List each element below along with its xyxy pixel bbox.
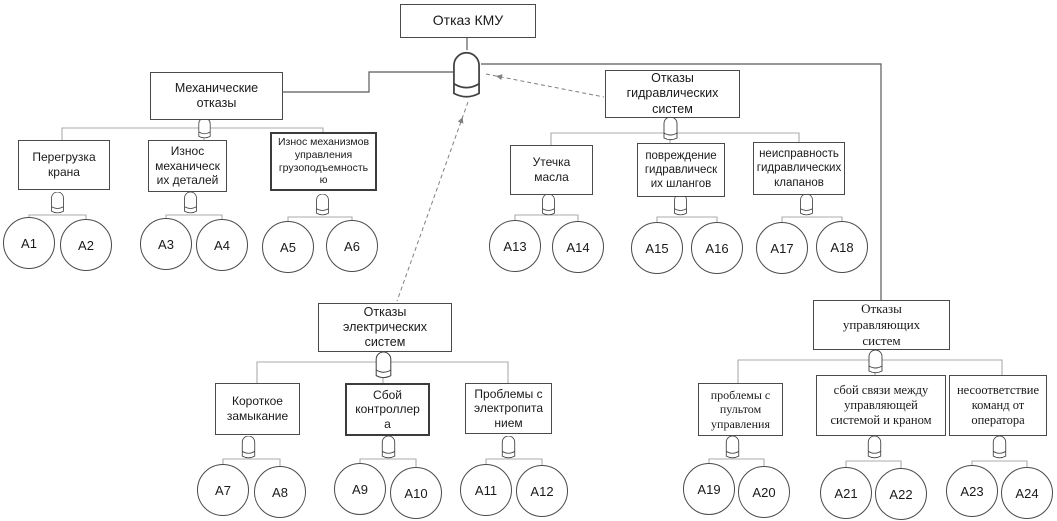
basic-event-a18: A18 [816,221,868,273]
basic-event-a7: A7 [197,464,249,516]
branch-mechanical-node: Механические отказы [150,72,283,120]
basic-event-a12: A12 [516,465,568,517]
or-gate-icon-hyd-2 [674,194,687,216]
or-gate-icon-elec-1 [241,436,256,459]
or-gate-icon-elec-3 [501,436,516,459]
basic-event-a2: A2 [60,219,112,271]
node-communication-failure: сбой связи между управляющей системой и … [816,375,946,436]
or-gate-icon-hyd-3 [800,194,813,216]
basic-event-a6: A6 [326,220,378,272]
node-control-panel-problems: проблемы с пультом управления [698,383,783,436]
or-gate-icon-ctrl-2 [867,436,882,459]
basic-event-a22: A22 [875,468,927,520]
or-gate-icon-root [452,51,481,98]
branch-electrical-node: Отказы электрических систем [318,303,452,352]
node-controller-failure: Сбой контроллер а [345,383,430,436]
or-gate-icon-mech-1 [51,192,64,214]
or-gate-icon-control [868,350,883,374]
basic-event-a8: A8 [254,466,306,518]
node-operator-command-mismatch: несоответствие команд от оператора [949,375,1047,436]
basic-event-a10: A10 [390,467,442,519]
or-gate-icon-mech-3 [316,194,329,216]
main-connectors [283,38,882,300]
or-gate-icon-hydraulic [663,117,678,141]
node-hose-damage: повреждение гидравлическ их шлангов [637,143,725,197]
node-valve-fault: неисправность гидравлических клапанов [753,142,845,195]
basic-event-a23: A23 [946,465,998,517]
basic-event-a16: A16 [691,222,743,274]
basic-event-a24: A24 [1001,467,1053,519]
basic-event-a20: A20 [738,466,790,518]
or-gate-icon-hyd-1 [542,194,555,216]
or-gate-icon-electrical [375,352,392,379]
node-oil-leak: Утечка масла [510,145,593,195]
basic-event-a19: A19 [683,463,735,515]
basic-event-a4: A4 [196,219,248,271]
basic-event-a9: A9 [334,463,386,515]
or-gate-icon-mech-2 [184,192,197,214]
dashed-arrowheads [457,74,503,124]
basic-event-a1: A1 [3,217,55,269]
or-gate-icon-ctrl-1 [725,436,740,459]
basic-event-a15: A15 [631,222,683,274]
basic-event-a3: A3 [140,218,192,270]
basic-event-a21: A21 [820,467,872,519]
or-gate-icon-ctrl-3 [992,436,1007,459]
node-load-control-wear: Износ механизмов управления грузоподъемн… [270,132,377,191]
basic-event-a13: A13 [489,220,541,272]
branch-control-node: Отказы управляющих систем [813,300,950,350]
node-mechanical-parts-wear: Износ механическ их деталей [148,140,227,192]
node-short-circuit: Короткое замыкание [215,383,300,435]
node-power-supply-problems: Проблемы с электропита нием [465,383,552,434]
basic-event-a5: A5 [262,221,314,273]
basic-event-a17: A17 [756,222,808,274]
root-node: Отказ КМУ [400,4,536,38]
basic-event-a11: A11 [460,464,512,516]
branch-hydraulic-node: Отказы гидравлических систем [605,70,740,118]
basic-event-a14: A14 [552,221,604,273]
dashed-connectors [396,73,605,302]
or-gate-icon-mechanical [198,118,211,139]
or-gate-icon-elec-2 [381,436,396,459]
node-crane-overload: Перегрузка крана [18,140,110,190]
